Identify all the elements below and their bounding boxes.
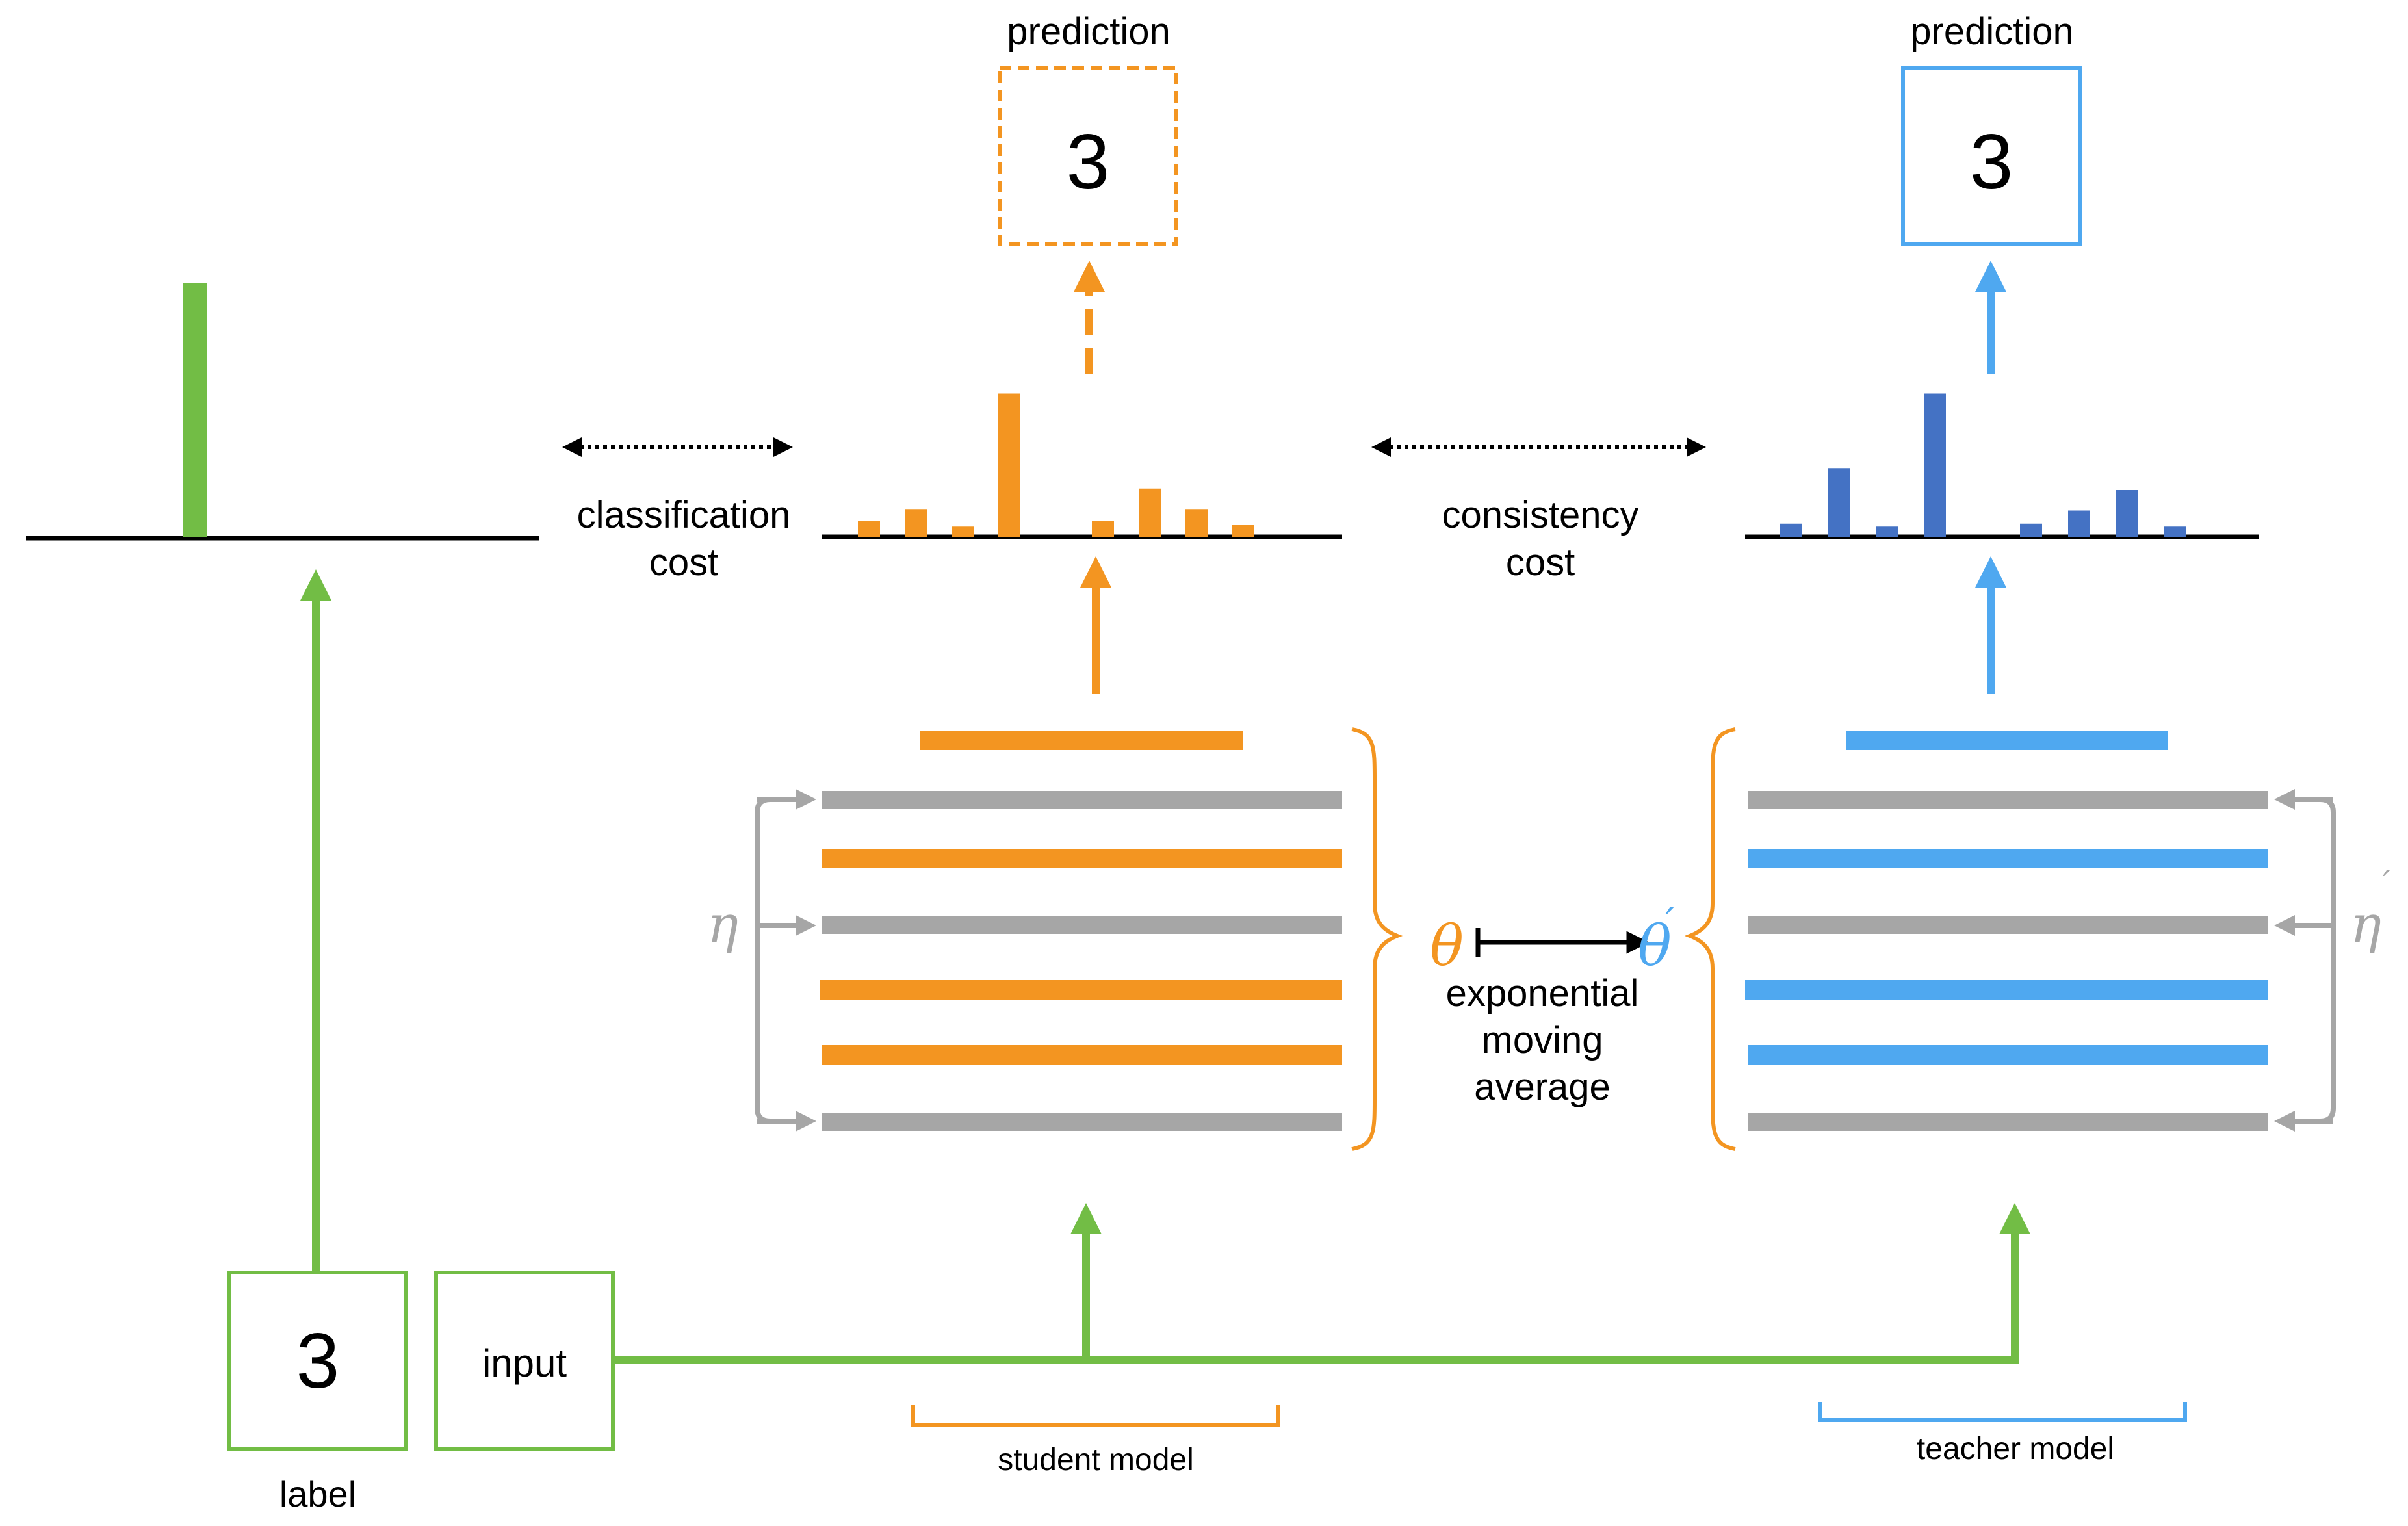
student-weight-layer xyxy=(822,849,1342,868)
student-bars xyxy=(858,393,1254,537)
student-bar xyxy=(952,526,974,537)
ema-line2: moving xyxy=(1482,1019,1603,1061)
student-noise-layer xyxy=(822,791,1342,809)
student-bar xyxy=(1185,509,1208,537)
ema-line3: average xyxy=(1474,1066,1611,1108)
student-caption: student model xyxy=(998,1443,1194,1477)
input-box xyxy=(434,1271,615,1451)
label-box xyxy=(227,1271,408,1451)
input-label: input xyxy=(482,1341,567,1385)
student-noise-layer xyxy=(822,1113,1342,1131)
teacher-weight-layer xyxy=(1748,1045,2268,1065)
teacher-noise-layer xyxy=(1748,1113,2268,1131)
teacher-bar xyxy=(2116,490,2138,537)
label-caption: label xyxy=(279,1473,356,1514)
teacher-distribution-plot xyxy=(1745,393,2259,539)
student-distribution-plot xyxy=(822,393,1342,539)
teacher-noise-symbol: η xyxy=(2350,894,2381,955)
student-bar xyxy=(858,521,880,537)
student-bar xyxy=(905,509,927,537)
teacher-params-brace xyxy=(1684,727,1736,1151)
consistency-cost-line2: cost xyxy=(1506,541,1575,584)
teacher-bar xyxy=(1924,393,1946,537)
teacher-noise-layer xyxy=(1748,916,2268,934)
teacher-noise-bracket xyxy=(2274,789,2336,1132)
teacher-network xyxy=(1745,731,2268,1131)
student-prediction-box xyxy=(998,66,1178,246)
teacher-bar xyxy=(2020,523,2042,537)
teacher-prediction-box xyxy=(1901,66,2082,246)
consistency-cost-line1: consistency xyxy=(1442,494,1638,536)
teacher-weight-layer xyxy=(1748,849,2268,868)
teacher-bar xyxy=(1828,468,1850,537)
label-bars xyxy=(183,283,207,537)
teacher-bar xyxy=(1780,523,1802,537)
student-noise-bracket xyxy=(755,789,816,1132)
student-params-symbol: θ xyxy=(1430,914,1464,979)
label-distribution-plot xyxy=(26,283,539,541)
ema-line1: exponential xyxy=(1446,972,1639,1015)
student-prediction-value: 3 xyxy=(1067,118,1110,205)
teacher-noise-prime: ′ xyxy=(2383,864,2390,901)
student-bar xyxy=(998,393,1020,537)
input-feed-line xyxy=(615,1203,1102,1364)
student-bar xyxy=(1139,488,1161,537)
label-value: 3 xyxy=(296,1317,340,1404)
teacher-bars xyxy=(1780,393,2186,537)
teacher-caption-bracket xyxy=(1818,1402,2187,1422)
student-noise-symbol: η xyxy=(707,894,738,955)
teacher-bar xyxy=(2068,510,2090,537)
teacher-params-symbol: θ xyxy=(1638,914,1672,979)
input-feed-line-teacher xyxy=(1086,1203,2030,1364)
teacher-weight-layer xyxy=(1745,980,2268,1000)
teacher-output-layer xyxy=(1846,731,2168,750)
student-params-brace xyxy=(1351,727,1403,1151)
student-output-layer xyxy=(920,731,1243,750)
teacher-bar xyxy=(2164,526,2186,537)
student-noise-layer xyxy=(822,916,1342,934)
student-network xyxy=(820,731,1342,1131)
teacher-noise-layer xyxy=(1748,791,2268,809)
teacher-prediction-value: 3 xyxy=(1970,118,2013,205)
student-caption-bracket xyxy=(911,1405,1280,1427)
teacher-prediction-title: prediction xyxy=(1910,10,2073,53)
classification-cost-line1: classification xyxy=(577,494,791,536)
student-weight-layer xyxy=(820,980,1342,1000)
student-bar xyxy=(1092,521,1114,537)
label-bar xyxy=(183,283,207,537)
student-weight-layer xyxy=(822,1045,1342,1065)
student-bar xyxy=(1232,525,1254,537)
teacher-bar xyxy=(1876,526,1898,537)
teacher-caption: teacher model xyxy=(1917,1432,2114,1466)
teacher-params-prime: ′ xyxy=(1665,900,1674,946)
student-prediction-title: prediction xyxy=(1007,10,1170,53)
classification-cost-line2: cost xyxy=(649,541,718,584)
